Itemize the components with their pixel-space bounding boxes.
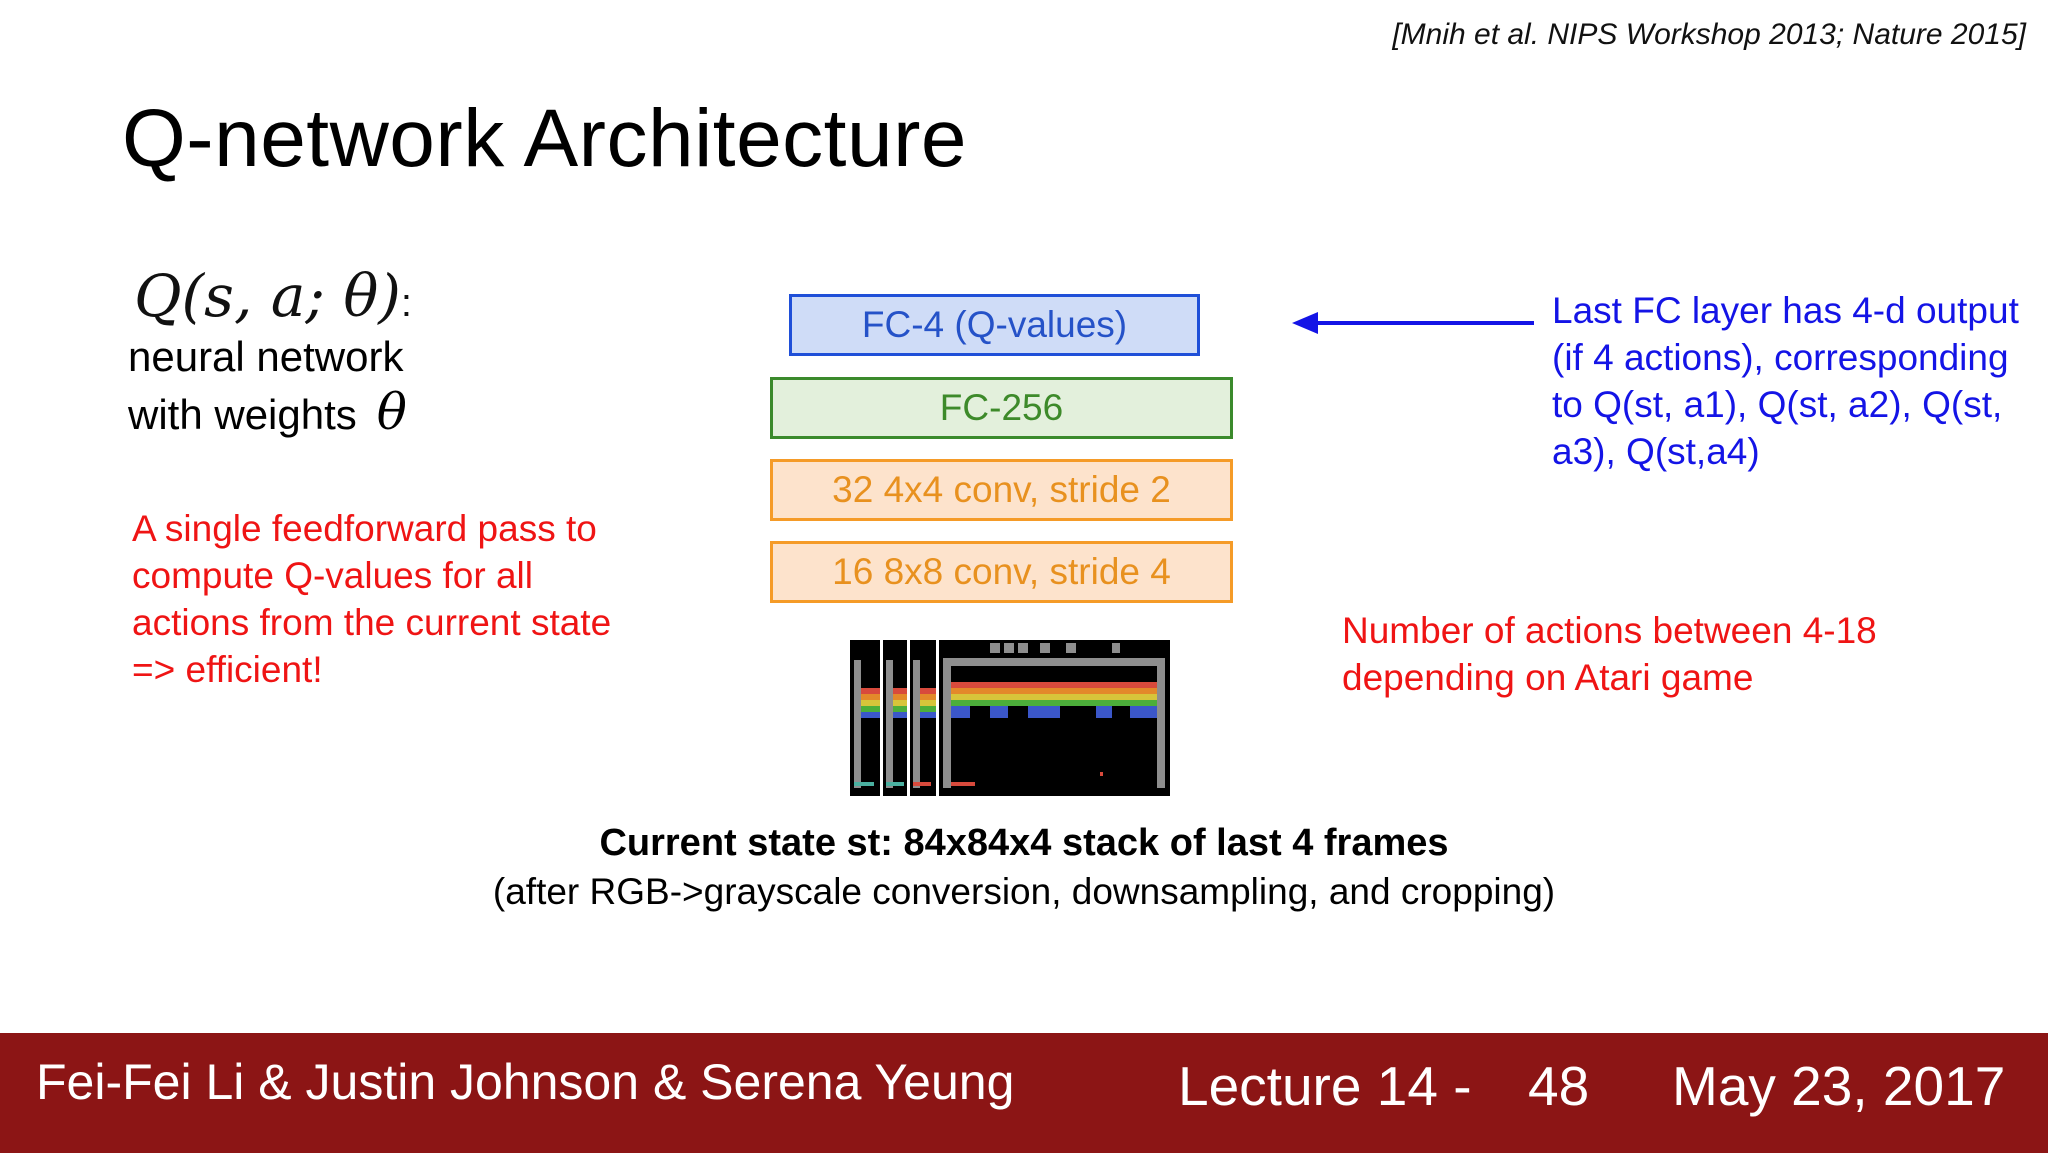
layer-conv1: 16 8x8 conv, stride 4 <box>770 541 1233 603</box>
q-description-line2: with weights θ <box>128 383 407 441</box>
q-description-line1: neural network <box>128 333 404 380</box>
footer-bar <box>0 1033 2048 1153</box>
actions-note: Number of actions between 4-18 depending… <box>1342 610 1877 698</box>
caption-preprocessing: (after RGB->grayscale conversion, downsa… <box>492 871 1556 912</box>
front-frame <box>939 640 1170 796</box>
arrow-left-icon <box>1292 312 1534 334</box>
q-function-formula: Q(s, a; θ): <box>134 262 412 330</box>
footer-authors: Fei-Fei Li & Justin Johnson & Serena Yeu… <box>36 1054 1015 1110</box>
q-formula-colon: : <box>400 281 413 325</box>
atari-breakout-frames-icon <box>850 640 1170 796</box>
feedforward-note: A single feedforward pass to compute Q-v… <box>132 508 612 690</box>
caption-state: Current state st: 84x84x4 stack of last … <box>599 822 1449 864</box>
q-description-weights: with weights <box>128 391 357 438</box>
footer-lecture: Lecture 14 - <box>1178 1055 1472 1117</box>
slide-title: Q-network Architecture <box>122 93 967 184</box>
stacked-frame-1 <box>850 640 880 796</box>
output-layer-note-text: Last FC layer has 4-d output (if 4 actio… <box>1552 290 2019 472</box>
stacked-frame-3 <box>910 640 936 796</box>
layer-fc4: FC-4 (Q-values) <box>789 294 1200 356</box>
theta-symbol: θ <box>376 383 407 441</box>
q-formula-text: Q(s, a; θ) <box>134 262 401 330</box>
layer-fc256: FC-256 <box>770 377 1233 439</box>
output-layer-note: Last FC layer has 4-d output (if 4 actio… <box>1552 287 2022 475</box>
citation: [Mnih et al. NIPS Workshop 2013; Nature … <box>1392 18 2026 51</box>
stacked-frame-2 <box>883 640 907 796</box>
layer-conv2: 32 4x4 conv, stride 2 <box>770 459 1233 521</box>
footer-date: May 23, 2017 <box>1672 1055 2006 1117</box>
footer-page-number: 48 <box>1528 1055 1590 1117</box>
